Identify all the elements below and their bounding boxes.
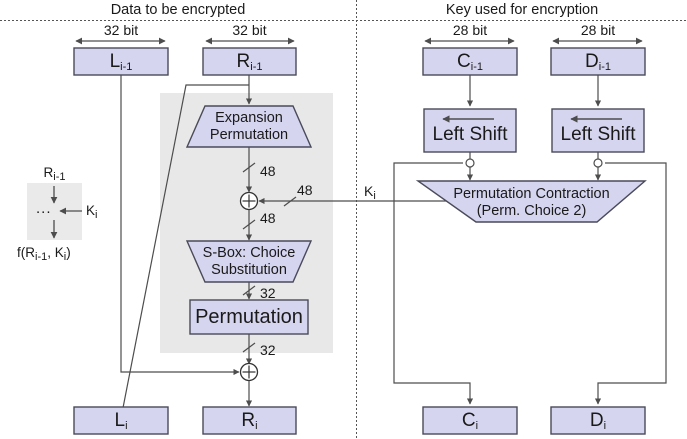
register-box-L-next	[73, 406, 169, 435]
bus-width-sbox-out: 32	[260, 285, 276, 301]
label-expansion-line1: Expansion	[215, 110, 283, 126]
legend-input-base: R	[43, 165, 54, 180]
register-label-C-prev-base: C	[457, 51, 471, 72]
section-title-data: Data to be encrypted	[110, 2, 246, 18]
wire-junction-D-to-Dnext	[594, 162, 667, 405]
register-label-R-next-sub: i	[255, 420, 258, 432]
register-box-D-next	[550, 406, 646, 435]
xor-gate-2	[239, 362, 259, 382]
bus-width-xor-out: 48	[260, 210, 276, 226]
legend-key-label: Ki	[86, 203, 97, 221]
register-label-L-prev: Li-1	[74, 51, 168, 73]
label-sbox-substitution: S-Box: Choice Substitution	[187, 245, 311, 279]
register-label-D-next-base: D	[589, 410, 604, 431]
register-label-D-prev-sub: i-1	[598, 61, 611, 73]
register-label-D-next-sub: i	[603, 420, 607, 432]
bus-width-expansion-out: 48	[260, 163, 276, 179]
register-label-L-prev-base: L	[109, 51, 121, 72]
label-pc2-line1: Permutation Contraction	[453, 186, 610, 202]
bit-width-R-prev: 32 bit	[232, 22, 267, 38]
section-title-key: Key used for encryption	[445, 2, 599, 18]
bus-width-permutation-out: 32	[260, 342, 276, 358]
junction-circle-d	[593, 158, 603, 168]
bus-width-subkey-in: 48	[297, 182, 313, 198]
register-label-R-prev-base: R	[236, 51, 251, 72]
register-label-R-prev: Ri-1	[203, 51, 296, 73]
register-box-R-prev	[202, 47, 297, 76]
label-permutation: Permutation	[195, 306, 303, 328]
label-left-shift-c: Left Shift	[432, 124, 508, 145]
register-box-C-prev	[422, 47, 518, 76]
wire-junction-C-to-Cnext	[393, 162, 474, 405]
register-label-L-next-base: L	[114, 410, 126, 431]
bus-slash-32a	[242, 285, 256, 296]
legend-output-sub2: i	[63, 251, 67, 263]
register-label-D-next: Di	[551, 410, 645, 432]
legend-input-sub: i-1	[53, 171, 66, 183]
shape-permutation-contraction	[415, 180, 647, 223]
legend-key-base: K	[86, 203, 96, 218]
label-expansion-permutation: Expansion Permutation	[187, 110, 311, 144]
register-box-D-prev	[550, 47, 646, 76]
shape-expansion-permutation	[185, 105, 313, 148]
bus-slash-48c	[242, 219, 256, 230]
register-label-R-prev-sub: i-1	[250, 61, 263, 73]
label-subkey-ki-sub: i	[373, 190, 376, 202]
register-label-C-next-sub: i	[475, 420, 479, 432]
register-label-R-next: Ri	[203, 410, 296, 432]
register-box-C-next	[422, 406, 518, 435]
label-subkey-ki-base: K	[364, 183, 374, 199]
bit-width-C-prev: 28 bit	[452, 22, 488, 38]
label-subkey-ki: Ki	[364, 183, 376, 202]
label-pc2-line2: (Perm. Choice 2)	[476, 203, 587, 219]
bus-slash-48b	[283, 196, 297, 207]
label-sbox-line2: Substitution	[211, 262, 287, 278]
shape-left-shift-c	[423, 108, 517, 153]
bit-width-L-prev: 32 bit	[103, 22, 139, 38]
bus-slash-32b	[242, 342, 256, 353]
register-label-D-prev: Di-1	[551, 51, 645, 73]
label-sbox-line1: S-Box: Choice	[202, 245, 296, 261]
legend-output-sub1: i-1	[35, 251, 48, 263]
register-label-C-prev-sub: i-1	[470, 61, 483, 73]
wire-Rprev-branch-to-Lnext	[120, 84, 249, 414]
label-permutation-contraction: Permutation Contraction (Perm. Choice 2)	[418, 186, 645, 220]
xor-gate-1	[239, 191, 259, 211]
legend-output-label: f(Ri-1, Ki)	[17, 245, 71, 263]
label-left-shift-d: Left Shift	[560, 124, 636, 145]
bus-slash-48a	[242, 162, 256, 173]
register-label-C-next: Ci	[423, 410, 517, 432]
register-label-D-prev-base: D	[585, 51, 599, 72]
legend-input-label: Ri-1	[27, 165, 82, 183]
legend-output-f: f(R	[17, 245, 35, 260]
register-label-C-prev: Ci-1	[423, 51, 517, 73]
register-box-R-next	[202, 406, 297, 435]
legend-ellipsis: ...	[36, 200, 52, 217]
legend-output-mid: , K	[47, 245, 64, 260]
legend-output-end: )	[66, 245, 71, 260]
register-label-L-next: Li	[74, 410, 168, 432]
register-label-R-next-base: R	[241, 410, 256, 431]
register-label-C-next-base: C	[461, 410, 476, 431]
register-box-L-prev	[73, 47, 169, 76]
junction-circle-c	[465, 158, 475, 168]
bit-width-D-prev: 28 bit	[580, 22, 616, 38]
shape-permutation	[189, 299, 309, 335]
register-label-L-prev-sub: i-1	[120, 61, 133, 73]
register-label-L-next-sub: i	[125, 420, 128, 432]
shape-sbox-substitution	[185, 240, 313, 283]
legend-key-sub: i	[95, 209, 98, 221]
shape-left-shift-d	[551, 108, 645, 153]
label-expansion-line2: Permutation	[209, 127, 289, 143]
wire-Lprev-to-xor2	[120, 75, 240, 376]
